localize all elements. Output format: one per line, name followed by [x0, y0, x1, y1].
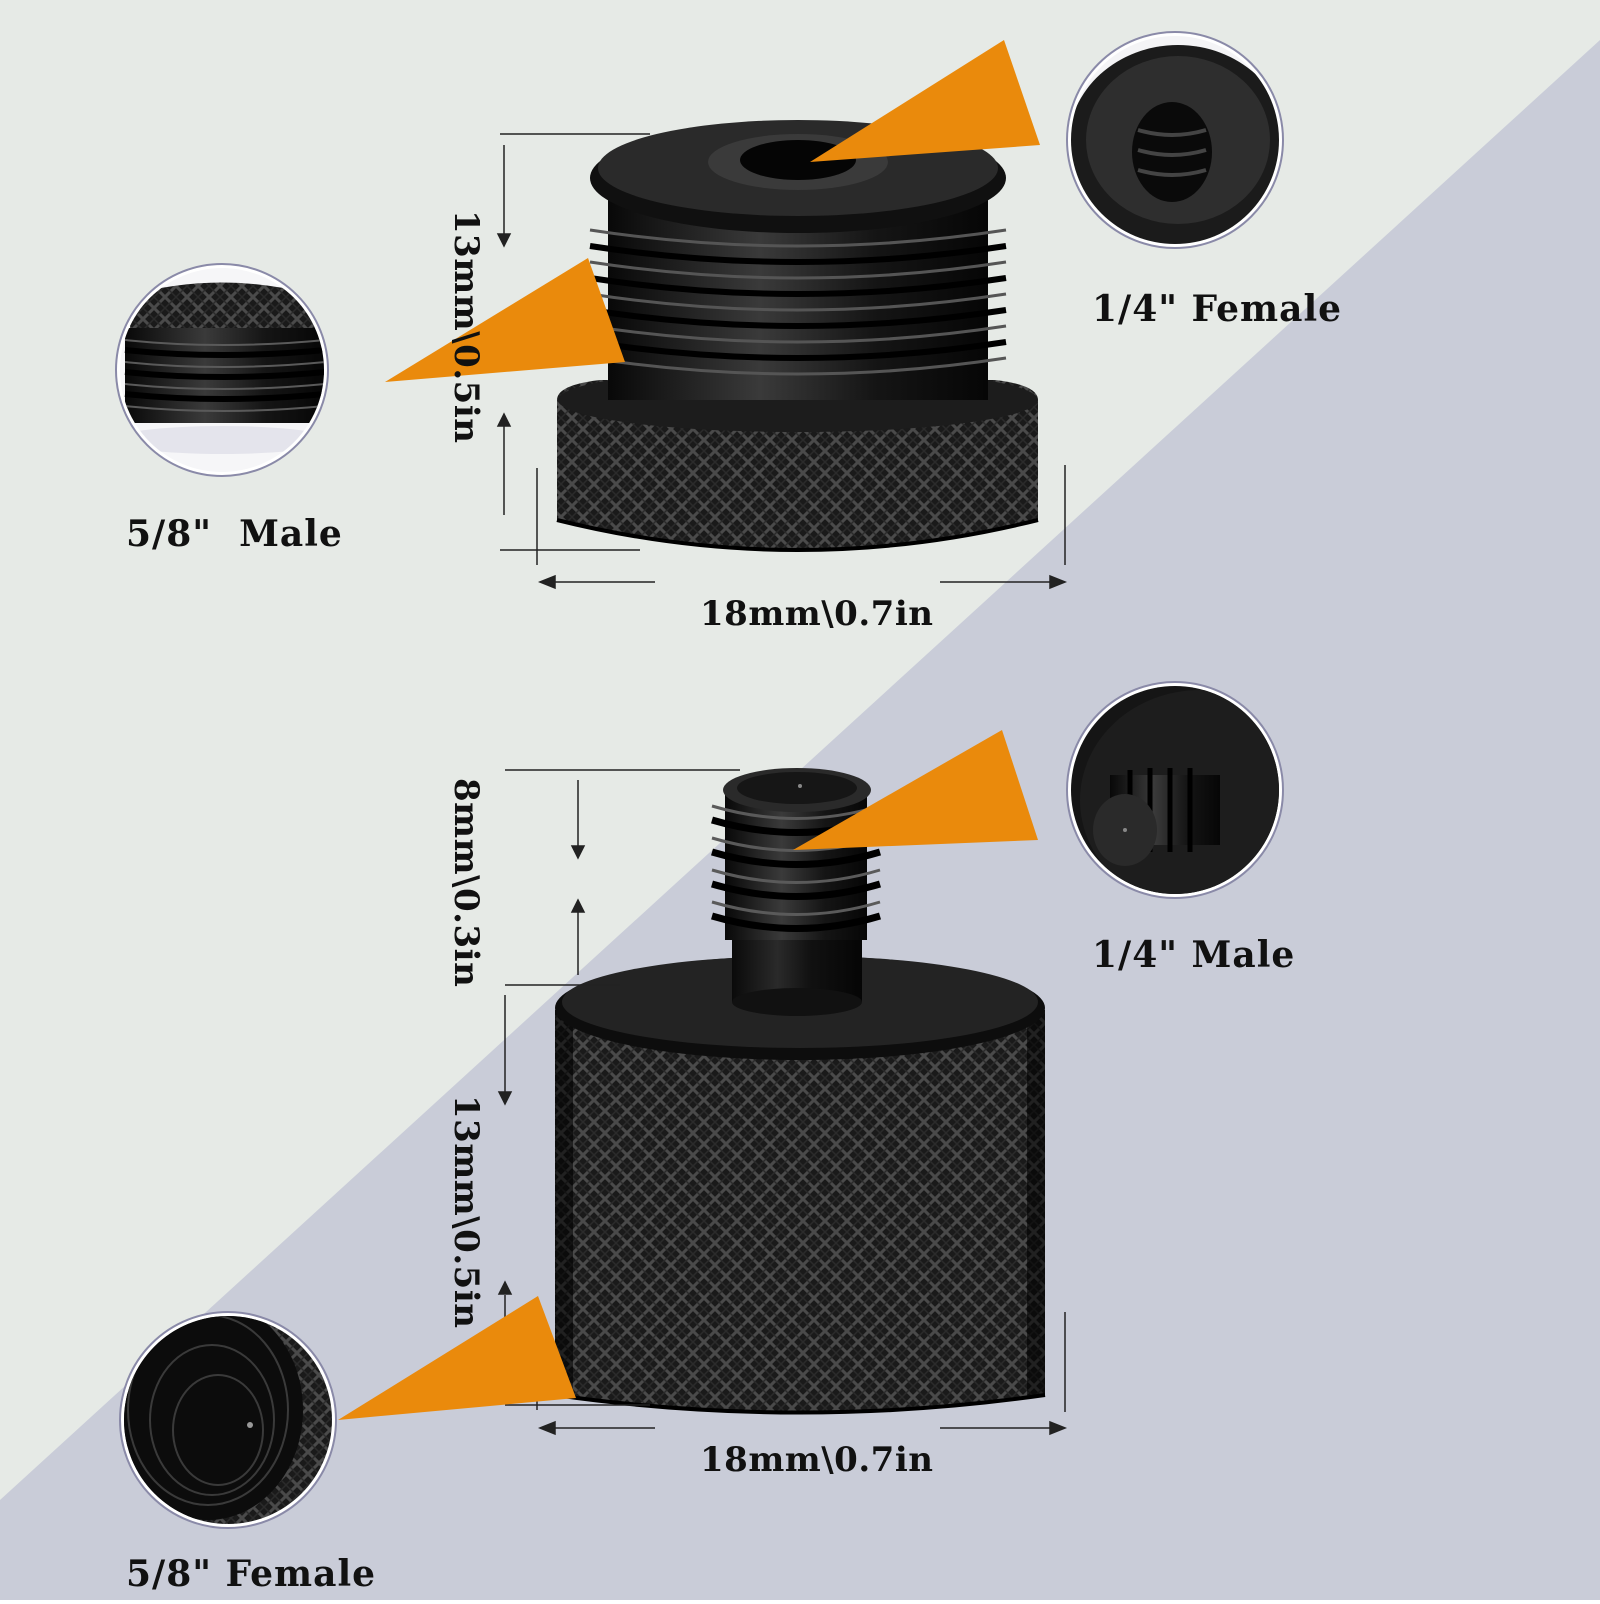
top-dimension-lines — [496, 133, 1068, 590]
inset-male-five-eighths — [115, 263, 329, 477]
label-quarter-female: 1/4" Female — [1092, 288, 1343, 330]
pointer-arrow — [793, 730, 1038, 850]
dimension-top-height: 13mm\0.5in — [446, 210, 486, 444]
label-five-eighths-male: 5/8" Male — [126, 513, 343, 555]
inset-female-five-eighths — [119, 1311, 337, 1529]
top-adapter — [556, 120, 1039, 552]
dimension-bottom-body-height: 13mm\0.5in — [446, 1095, 486, 1329]
pointer-arrow — [810, 40, 1040, 162]
label-five-eighths-female: 5/8" Female — [126, 1553, 377, 1595]
label-quarter-male: 1/4" Male — [1092, 934, 1296, 976]
pointer-arrow — [338, 1296, 576, 1420]
dimension-bottom-thread-height: 8mm\0.3in — [446, 778, 486, 988]
inset-male-quarter — [1066, 681, 1284, 899]
pointer-arrow — [385, 258, 625, 382]
dimension-bottom-width: 18mm\0.7in — [700, 1440, 934, 1480]
bottom-adapter — [554, 768, 1046, 1415]
bottom-dimension-lines — [497, 769, 1068, 1436]
dimension-top-width: 18mm\0.7in — [700, 594, 934, 634]
inset-female-quarter — [1066, 31, 1284, 249]
